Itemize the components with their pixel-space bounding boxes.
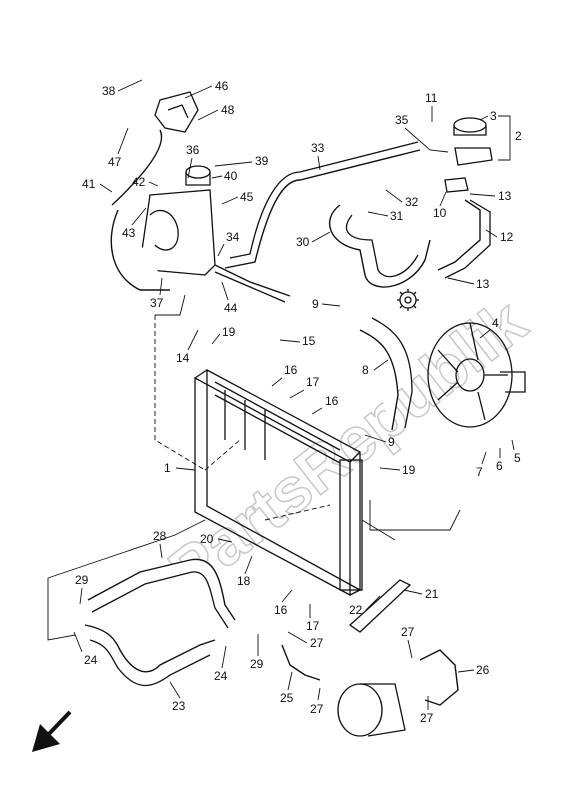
callout-45: 45 <box>240 190 254 204</box>
lower-hose-23 <box>84 624 216 687</box>
callout-27-d: 27 <box>420 711 434 725</box>
callout-19-upper: 19 <box>222 325 236 339</box>
radiator-hose-upper <box>224 141 421 269</box>
callout-3: 3 <box>490 109 497 123</box>
callout-16-mid: 16 <box>325 394 339 408</box>
radiator-cap <box>444 117 493 193</box>
radiator <box>194 368 363 597</box>
direction-arrow-icon <box>32 710 72 752</box>
watermark-text: PartsRepublik <box>156 285 540 607</box>
callout-12: 12 <box>500 230 514 244</box>
callout-9-lower: 9 <box>388 435 395 449</box>
callout-18: 18 <box>237 574 251 588</box>
callout-21: 21 <box>425 587 439 601</box>
callout-27-b: 27 <box>401 625 415 639</box>
callout-1: 1 <box>164 461 171 475</box>
callout-44: 44 <box>224 301 238 315</box>
callout-4: 4 <box>492 316 499 330</box>
callout-36: 36 <box>186 143 200 157</box>
callout-24-left: 24 <box>84 653 98 667</box>
oil-cooler-hose-26 <box>419 649 459 706</box>
assembly-line-1 <box>155 294 186 316</box>
callout-37: 37 <box>150 296 164 310</box>
callout-38: 38 <box>102 84 116 98</box>
callout-25: 25 <box>280 691 294 705</box>
lower-hose-28 <box>87 558 236 629</box>
callout-2: 2 <box>515 129 522 143</box>
callout-17-lower: 17 <box>306 619 320 633</box>
callout-42: 42 <box>132 175 146 189</box>
radiator-hose-lower-inlet <box>359 317 413 431</box>
callout-48: 48 <box>221 103 235 117</box>
breather-hose <box>214 264 291 303</box>
callout-46: 46 <box>215 79 229 93</box>
callout-9-upper: 9 <box>312 297 319 311</box>
callout-15: 15 <box>302 334 316 348</box>
callout-13-upper: 13 <box>498 189 512 203</box>
callout-13-lower: 13 <box>476 277 490 291</box>
callout-41: 41 <box>82 177 96 191</box>
assembly-line-2 <box>369 500 461 531</box>
callout-6: 6 <box>496 459 503 473</box>
callout-5: 5 <box>514 451 521 465</box>
callout-29-right: 29 <box>250 657 264 671</box>
assembly-line-5 <box>361 519 396 541</box>
dashed-line-3 <box>264 504 331 521</box>
callouts: 38 46 48 47 36 39 40 41 42 45 43 34 37 4… <box>73 79 522 725</box>
assembly-line-4 <box>47 578 76 641</box>
dashed-line-1 <box>154 315 206 471</box>
callout-31: 31 <box>390 209 404 223</box>
callout-30: 30 <box>296 235 310 249</box>
overflow-hose <box>110 129 170 291</box>
callout-22: 22 <box>349 603 363 617</box>
callout-8: 8 <box>362 363 369 377</box>
water-pipe-hose <box>329 204 431 288</box>
fan-motor-assembly <box>427 322 526 428</box>
callout-40: 40 <box>224 169 238 183</box>
callout-26: 26 <box>476 663 490 677</box>
callout-14: 14 <box>176 351 190 365</box>
callout-32: 32 <box>405 195 419 209</box>
callout-29-left: 29 <box>75 573 89 587</box>
gear-icon <box>397 289 419 311</box>
bracket-21 <box>348 579 412 633</box>
callout-39: 39 <box>255 154 269 168</box>
callout-16-upper: 16 <box>284 363 298 377</box>
callout-35: 35 <box>395 113 409 127</box>
callout-7: 7 <box>476 465 483 479</box>
callout-24-right: 24 <box>214 669 228 683</box>
oil-cooler <box>337 683 406 737</box>
callout-17-upper: 17 <box>306 375 320 389</box>
callout-43: 43 <box>122 226 136 240</box>
callout-19-lower: 19 <box>402 463 416 477</box>
callout-16-lower: 16 <box>274 603 288 617</box>
callout-10: 10 <box>433 206 447 220</box>
callout-28: 28 <box>153 529 167 543</box>
dashed-line-2 <box>204 439 241 471</box>
callout-33: 33 <box>311 141 325 155</box>
callout-11: 11 <box>425 91 438 105</box>
callout-47: 47 <box>108 155 122 169</box>
oil-cooler-hose-25 <box>281 644 321 681</box>
callout-27-a: 27 <box>310 636 324 650</box>
assembly-line-3 <box>47 519 206 579</box>
callout-34: 34 <box>226 230 240 244</box>
callout-23: 23 <box>172 699 186 713</box>
callout-20: 20 <box>200 532 214 546</box>
thermostat-hose <box>437 199 491 279</box>
callout-27-c: 27 <box>310 702 324 716</box>
